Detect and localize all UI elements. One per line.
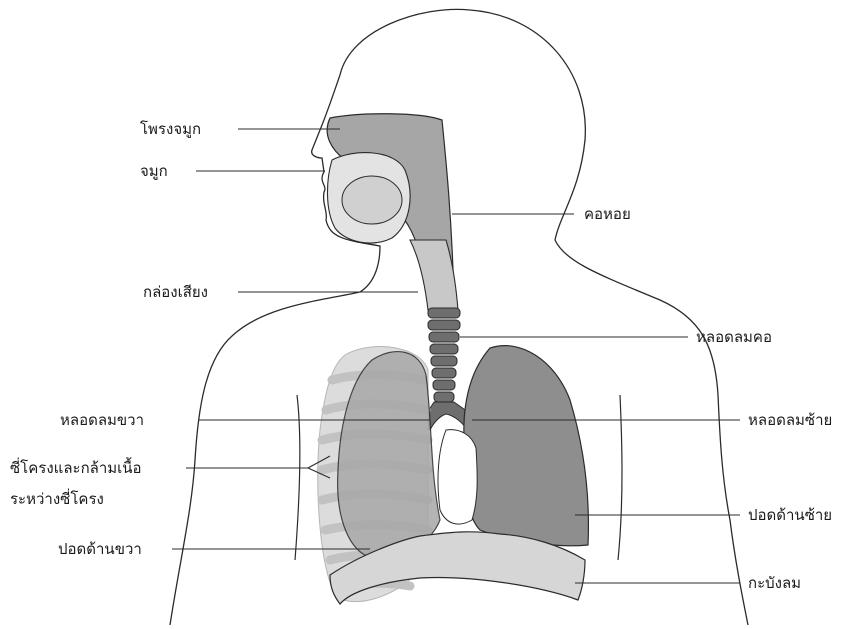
trachea-rings <box>428 308 460 402</box>
label-trachea: หลอดลมคอ <box>696 328 772 346</box>
label-right-bronchus: หลอดลมขวา <box>60 411 144 429</box>
tongue <box>342 176 402 224</box>
label-larynx: กล่องเสียง <box>143 283 208 301</box>
label-ribs-line2: ระหว่างซี่โครง <box>10 490 104 508</box>
label-nose: จมูก <box>140 162 168 180</box>
label-diaphragm: กะบังลม <box>748 574 801 592</box>
left-lung <box>464 346 589 546</box>
label-left-lung: ปอดด้านซ้าย <box>748 506 832 524</box>
label-pharynx: คอหอย <box>584 205 631 223</box>
label-ribs-line1: ซี่โครงและกล้ามเนื้อ <box>10 459 142 477</box>
label-nasal-cavity: โพรงจมูก <box>140 120 201 138</box>
label-left-bronchus: หลอดลมซ้าย <box>748 411 832 429</box>
heart-region <box>438 430 477 524</box>
label-right-lung: ปอดด้านขวา <box>58 540 142 558</box>
